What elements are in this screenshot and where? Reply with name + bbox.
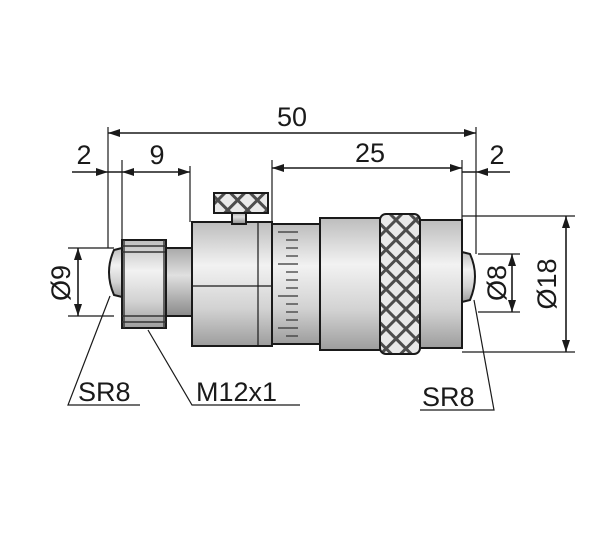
dimension-labels: 50 2 9 25 2 Ø9 Ø8 Ø18 SR8 M12x1 SR8: [46, 102, 562, 412]
thread-spec-callout: M12x1: [196, 377, 277, 407]
left-tip-length-label: 2: [76, 140, 91, 170]
lock-screw-knob: [213, 192, 269, 214]
thread-section: [121, 239, 167, 329]
thread-lines: [122, 240, 166, 328]
neck-section: [165, 247, 193, 317]
thimble-diameter-label: Ø18: [532, 258, 562, 309]
right-tip-length-label: 2: [489, 140, 504, 170]
sleeve-scale-ticks: [278, 231, 298, 337]
left-tip-diameter-label: Ø9: [46, 265, 76, 301]
thimble: [319, 217, 381, 351]
right-anvil-tip: [461, 250, 476, 304]
part-body: [108, 192, 476, 355]
frame-body: [191, 221, 273, 347]
right-tip-diameter-label: Ø8: [482, 265, 512, 301]
sleeve: [271, 223, 321, 345]
dimension-lines: [68, 127, 575, 353]
thread-length-label: 9: [149, 140, 164, 170]
leader-lines: [67, 295, 495, 411]
end-cap: [419, 219, 463, 349]
left-radius-callout: SR8: [78, 377, 131, 407]
right-radius-callout: SR8: [422, 382, 475, 412]
thimble-length-label: 25: [355, 138, 385, 168]
knurled-ratchet: [379, 213, 421, 355]
left-anvil-tip: [108, 246, 123, 299]
overall-length-label: 50: [277, 102, 307, 132]
